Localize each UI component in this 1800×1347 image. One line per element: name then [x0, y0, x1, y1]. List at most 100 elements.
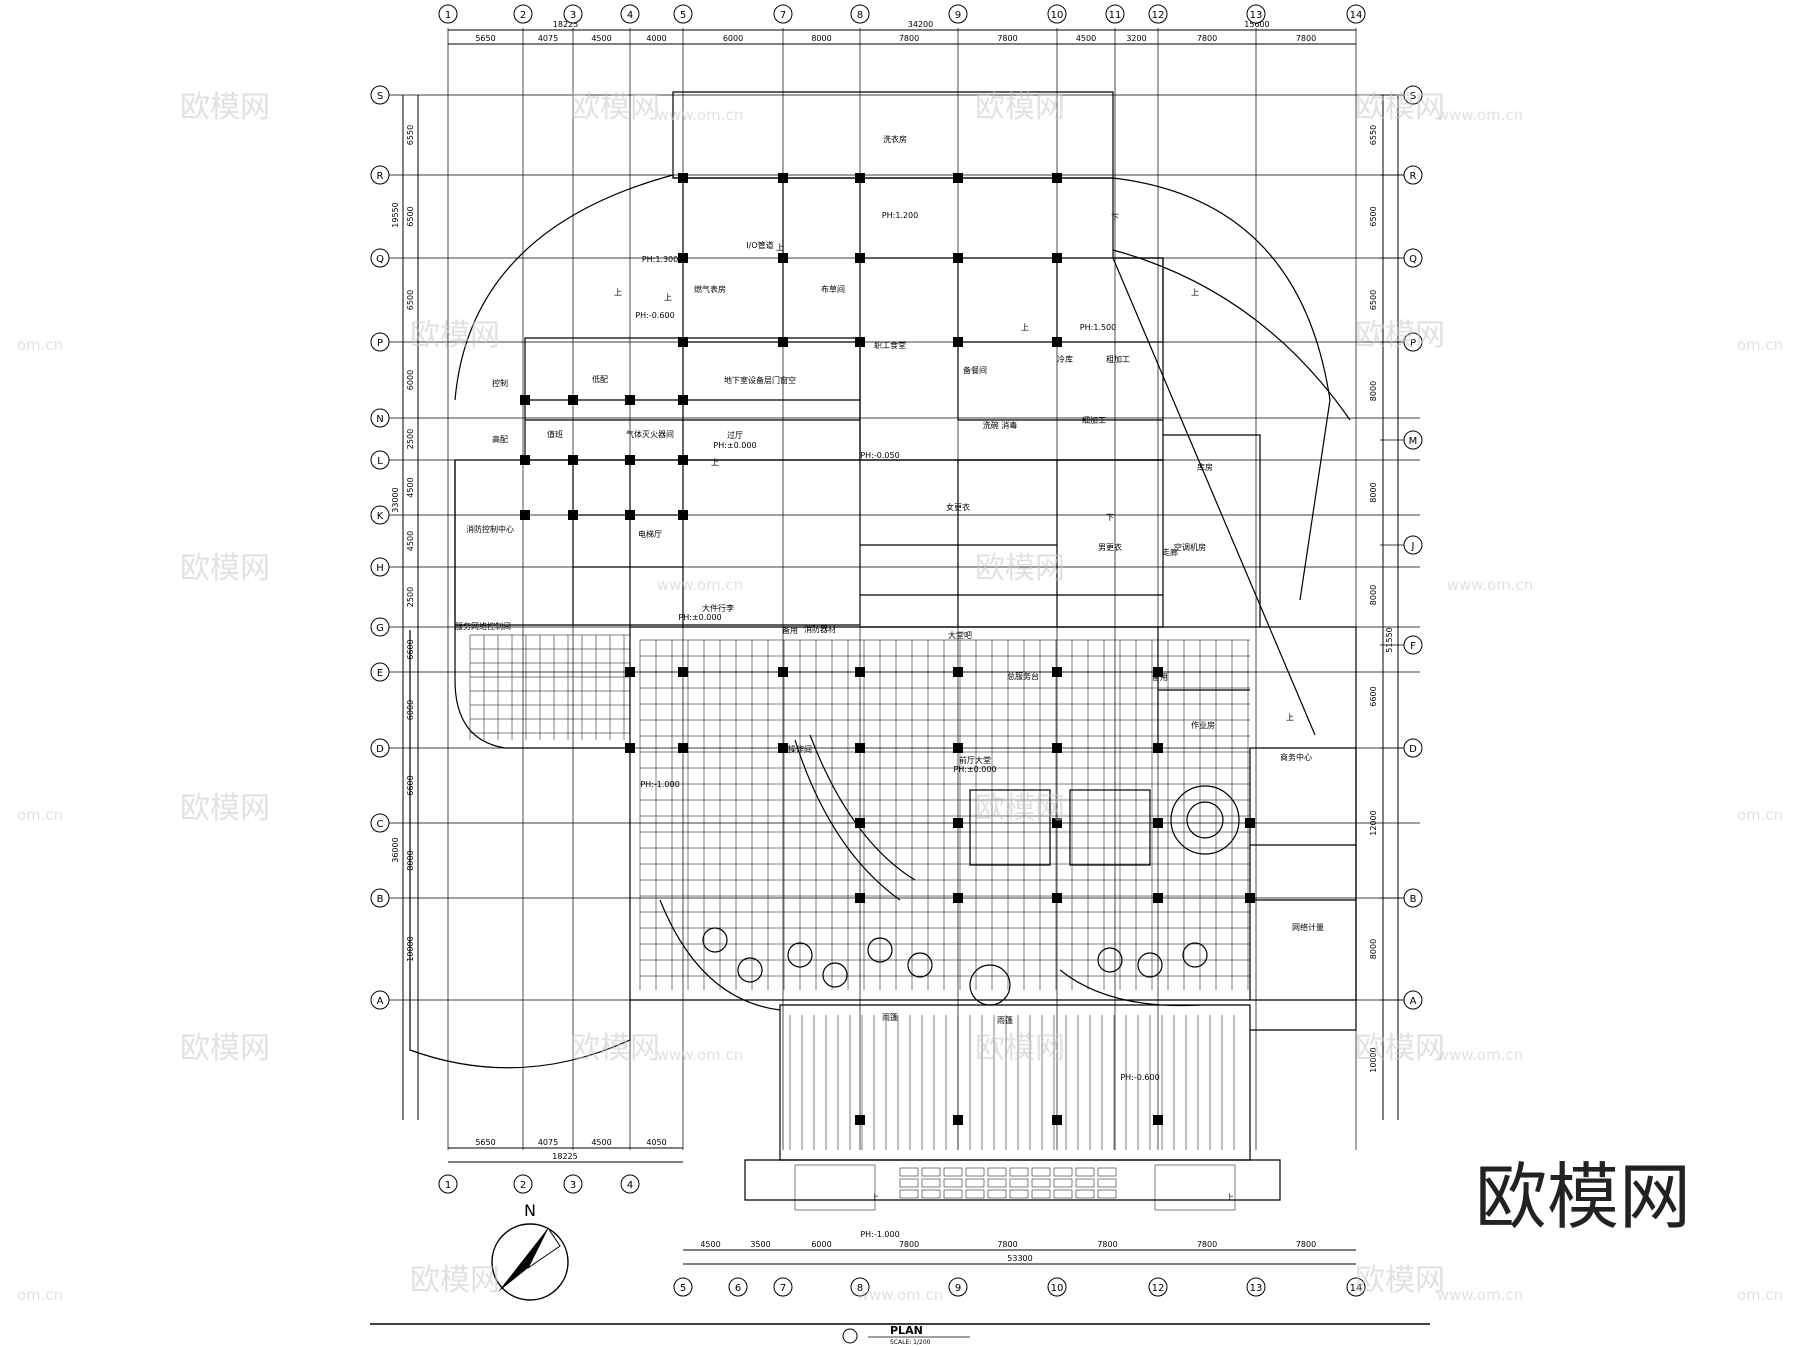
column — [855, 337, 865, 347]
dim-text: 53300 — [1007, 1254, 1032, 1263]
column — [855, 818, 865, 828]
grid-bubble-right-label: S — [1410, 91, 1416, 102]
dim-text: 6550 — [406, 125, 415, 145]
grid-bubble-bottom — [850, 1277, 870, 1297]
grid-bubble-top — [513, 4, 533, 24]
wall-line — [659, 899, 781, 1011]
column — [1153, 667, 1163, 677]
paving-block — [1009, 1167, 1029, 1177]
watermark-cn: 欧模网 — [1355, 1263, 1445, 1298]
column — [855, 253, 865, 263]
dim-text: 6000 — [723, 34, 743, 43]
dim-text: 15600 — [1244, 20, 1269, 29]
grid-bubble-bottom-label: 7 — [780, 1283, 786, 1294]
column — [520, 395, 530, 405]
watermark-url-edge: om.cn — [17, 1286, 63, 1304]
column — [625, 667, 635, 677]
room-label: 备用 — [782, 625, 798, 635]
room-label: PH:1.300 — [642, 255, 678, 264]
grid-bubble-right-label: Q — [1409, 254, 1417, 265]
plan-title: PLAN — [890, 1324, 923, 1337]
grid-bubble-left-label: D — [376, 744, 384, 755]
column — [678, 337, 688, 347]
grid-bubble-top-label: 8 — [857, 10, 863, 21]
column — [1153, 743, 1163, 753]
paving-block — [899, 1167, 919, 1177]
column — [778, 337, 788, 347]
watermark-url: www.om.cn — [1447, 576, 1534, 594]
column — [625, 743, 635, 753]
room-label: 网络计量 — [1292, 922, 1324, 932]
room-label: 总服务台 — [1007, 671, 1039, 681]
column — [678, 667, 688, 677]
grid-bubble-left — [370, 990, 390, 1010]
paving-block — [899, 1189, 919, 1199]
grid-bubble-bottom — [620, 1174, 640, 1194]
paving-block — [1053, 1167, 1073, 1177]
watermark-url-edge: om.cn — [17, 336, 63, 354]
paving-block — [1031, 1167, 1051, 1177]
room-label: 布草间 — [821, 284, 845, 294]
paving-block — [1053, 1178, 1073, 1188]
grid-bubble-right-label: M — [1409, 436, 1418, 447]
table — [907, 952, 933, 978]
column — [778, 173, 788, 183]
grid-bubble-top — [1346, 4, 1366, 24]
wall-line — [673, 177, 1164, 343]
grid-bubble-bottom — [948, 1277, 968, 1297]
grid-bubble-left — [370, 888, 390, 908]
brand-watermark-text: 欧模网 — [1475, 1155, 1691, 1239]
grid-bubble-top — [948, 4, 968, 24]
exterior-arc — [454, 174, 674, 401]
grid-bubble-left — [370, 408, 390, 428]
column — [1052, 1115, 1062, 1125]
paving-block — [1097, 1189, 1117, 1199]
paving-block — [1031, 1178, 1051, 1188]
paving-block — [965, 1178, 985, 1188]
grid-bubble-left — [370, 85, 390, 105]
dim-text: 7800 — [1296, 34, 1316, 43]
grid-bubble-bottom — [728, 1277, 748, 1297]
room-label: PH:±0.000 — [953, 765, 996, 774]
carpet-pattern — [969, 789, 1051, 866]
dim-text: 2500 — [406, 429, 415, 449]
paving-block — [1075, 1178, 1095, 1188]
grid-bubble-top-label: 12 — [1152, 10, 1165, 21]
paving-block — [1031, 1189, 1051, 1199]
room-label: PH:1.500 — [1080, 323, 1116, 332]
grid-bubble-bottom — [673, 1277, 693, 1297]
column — [1052, 743, 1062, 753]
watermark-cn: 欧模网 — [1355, 1031, 1445, 1066]
dim-text: 4500 — [1076, 34, 1096, 43]
grid-bubble-right-label: B — [1410, 894, 1417, 905]
paving-block — [987, 1167, 1007, 1177]
columns — [520, 173, 1255, 1125]
table — [1182, 942, 1208, 968]
grid-bubble-bottom — [438, 1174, 458, 1194]
dim-text: 4500 — [406, 477, 415, 497]
watermark-cn: 欧模网 — [180, 90, 270, 125]
exterior-arc — [1112, 249, 1351, 421]
grid-bubble-left-label: A — [377, 996, 384, 1007]
dim-text: 4500 — [700, 1240, 720, 1249]
room-label: 消防控制中心 — [466, 524, 514, 534]
brand-watermark: 欧模网 — [1475, 1155, 1691, 1239]
room-label: 大件行李 — [702, 603, 734, 613]
column — [678, 455, 688, 465]
wall-line — [1163, 434, 1261, 627]
column — [568, 455, 578, 465]
room-label: 电梯厅 — [638, 529, 662, 539]
dim-text: 6600 — [406, 775, 415, 795]
grid-bubble-bottom-label: 5 — [680, 1283, 686, 1294]
grid-bubble-right-label: A — [1410, 996, 1417, 1007]
grid-bubble-bottom-label: 12 — [1152, 1283, 1165, 1294]
grid-bubble-left — [370, 617, 390, 637]
dim-text: 6000 — [406, 370, 415, 390]
grid-bubble-left-label: H — [376, 563, 384, 574]
grid-bubble-top-label: 4 — [627, 10, 633, 21]
grid-bubble-right-label: J — [1411, 541, 1415, 552]
room-label: PH:-0.600 — [635, 311, 674, 320]
column — [953, 337, 963, 347]
dim-text: 10000 — [406, 936, 415, 961]
